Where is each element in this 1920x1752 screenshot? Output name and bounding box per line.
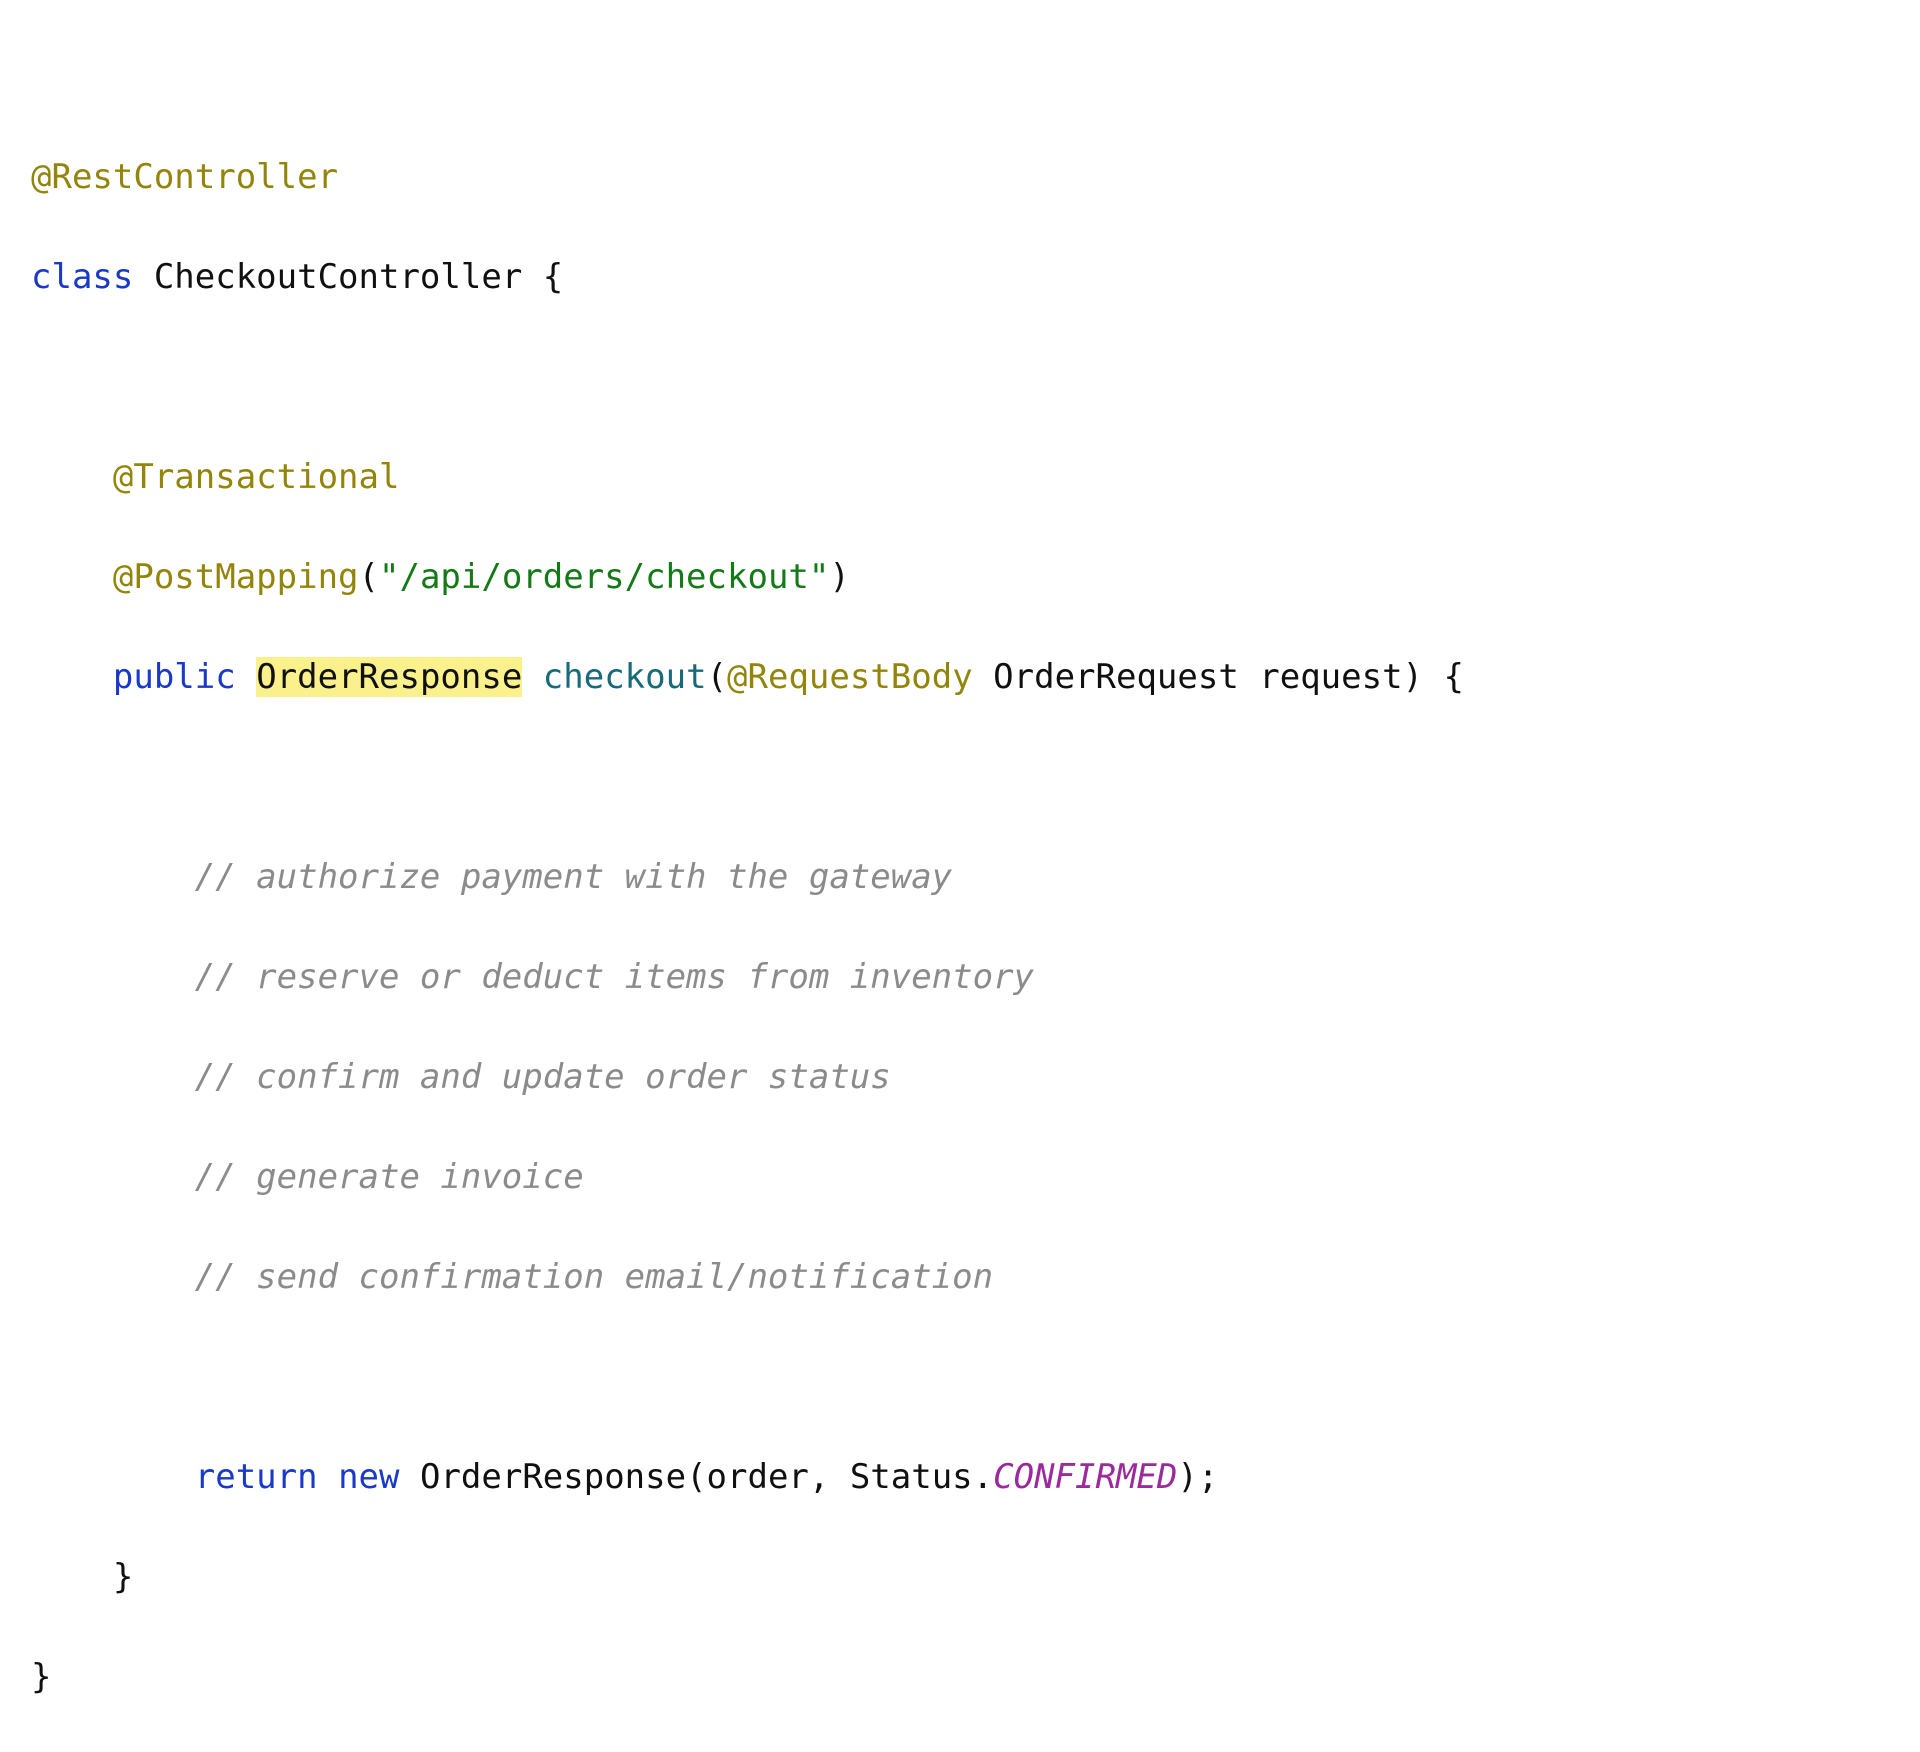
code-indent bbox=[31, 557, 113, 597]
code-indent bbox=[31, 1557, 113, 1597]
code-line: // generate invoice bbox=[31, 1152, 1464, 1202]
code-blank-line bbox=[31, 1352, 1464, 1402]
code-line: // reserve or deduct items from inventor… bbox=[31, 952, 1464, 1002]
code-indent bbox=[31, 457, 113, 497]
code-token-enum-constant: CONFIRMED bbox=[993, 1457, 1178, 1497]
code-token-comment: // confirm and update order status bbox=[194, 1057, 891, 1097]
code-indent bbox=[31, 1157, 195, 1197]
code-token-keyword: new bbox=[338, 1457, 400, 1497]
code-indent bbox=[31, 1257, 195, 1297]
code-token-annotation: @RequestBody bbox=[727, 657, 973, 697]
code-line: // authorize payment with the gateway bbox=[31, 852, 1464, 902]
code-indent bbox=[31, 1457, 195, 1497]
code-token-annotation: @RestController bbox=[31, 157, 339, 197]
code-block[interactable]: @RestController class CheckoutController… bbox=[31, 152, 1464, 1752]
code-indent bbox=[31, 1057, 195, 1097]
code-line: return new OrderResponse(order, Status.C… bbox=[31, 1452, 1464, 1502]
code-indent bbox=[31, 957, 195, 997]
code-line: class CheckoutController { bbox=[31, 252, 1464, 302]
code-token-keyword: class bbox=[31, 257, 134, 297]
code-line: @Transactional bbox=[31, 452, 1464, 502]
code-token-comment: // generate invoice bbox=[194, 1157, 584, 1197]
code-token-annotation: @PostMapping bbox=[112, 557, 359, 597]
code-token-comment: // reserve or deduct items from inventor… bbox=[194, 957, 1035, 997]
code-token-plain: } bbox=[31, 1657, 52, 1697]
code-token-plain: } bbox=[112, 1557, 134, 1597]
code-token-plain: ); bbox=[1177, 1457, 1219, 1497]
code-token-plain bbox=[522, 657, 542, 697]
code-token-plain: ( bbox=[358, 557, 380, 597]
code-token-keyword: public bbox=[112, 657, 236, 697]
code-line: public OrderResponse checkout(@RequestBo… bbox=[31, 652, 1464, 702]
code-indent bbox=[31, 657, 113, 697]
code-line: } bbox=[31, 1552, 1464, 1602]
code-line: @PostMapping("/api/orders/checkout") bbox=[31, 552, 1464, 602]
code-token-plain bbox=[318, 1457, 338, 1497]
code-token-plain: OrderRequest request) { bbox=[972, 657, 1464, 697]
code-token-annotation: @Transactional bbox=[112, 457, 400, 497]
code-token-plain bbox=[236, 657, 256, 697]
code-token-string: "/api/orders/checkout" bbox=[379, 557, 830, 597]
code-indent bbox=[31, 857, 195, 897]
code-token-comment: // authorize payment with the gateway bbox=[194, 857, 953, 897]
code-blank-line bbox=[31, 352, 1464, 402]
code-blank-line bbox=[31, 752, 1464, 802]
code-token-plain: ( bbox=[706, 657, 728, 697]
code-token-plain: ) bbox=[829, 557, 850, 597]
code-line: // send confirmation email/notification bbox=[31, 1252, 1464, 1302]
code-token-highlight: OrderResponse bbox=[256, 657, 523, 697]
code-canvas: @RestController class CheckoutController… bbox=[31, 157, 1464, 1697]
code-line: // confirm and update order status bbox=[31, 1052, 1464, 1102]
code-token-method: checkout bbox=[542, 657, 707, 697]
code-token-plain: OrderResponse(order, Status. bbox=[399, 1457, 994, 1497]
code-token-plain: CheckoutController { bbox=[133, 257, 564, 297]
code-line: @RestController bbox=[31, 152, 1464, 202]
code-line: } bbox=[31, 1652, 1464, 1702]
code-token-keyword: return bbox=[194, 1457, 318, 1497]
code-token-comment: // send confirmation email/notification bbox=[194, 1257, 994, 1297]
